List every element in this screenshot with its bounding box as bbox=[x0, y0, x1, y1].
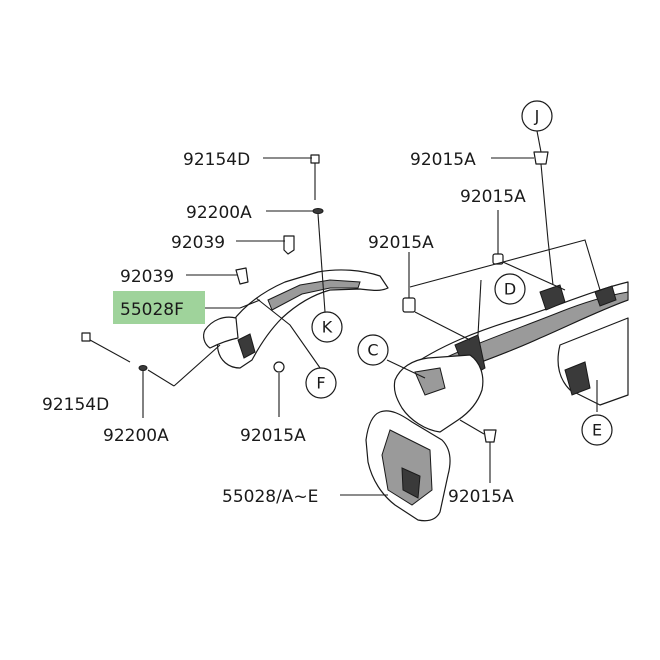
label-55028-A-E: 55028/A~E bbox=[222, 487, 318, 507]
callout-circles: J D C K F E bbox=[305, 100, 613, 446]
label-92200A-top: 92200A bbox=[186, 203, 252, 223]
inner-cover-body bbox=[217, 269, 389, 369]
callout-J: J bbox=[521, 100, 553, 132]
svg-text:D: D bbox=[504, 280, 516, 299]
label-92154D-bottom: 92154D bbox=[42, 395, 109, 415]
label-92015A-j: 92015A bbox=[410, 150, 476, 170]
label-92154D-top: 92154D bbox=[183, 150, 250, 170]
label-55028F: 55028F bbox=[120, 300, 184, 320]
svg-text:F: F bbox=[316, 374, 325, 393]
washer-bottom bbox=[138, 365, 148, 371]
label-92039-a: 92039 bbox=[171, 233, 225, 253]
leader-lines bbox=[142, 130, 601, 496]
svg-text:J: J bbox=[534, 107, 540, 126]
callout-K: K bbox=[311, 311, 343, 343]
callout-C: C bbox=[357, 334, 389, 366]
inner-cover-rib bbox=[267, 279, 361, 311]
clip-92039-b bbox=[235, 267, 249, 285]
bolt-head-top bbox=[310, 154, 320, 164]
svg-text:K: K bbox=[322, 318, 333, 337]
inner-cover-55028F bbox=[203, 269, 389, 369]
nut-92015A-bottom bbox=[483, 429, 497, 443]
cowl-clip-d bbox=[539, 284, 566, 311]
lower-duct-vent bbox=[401, 467, 421, 499]
label-92015A-f: 92015A bbox=[240, 426, 306, 446]
side-panel-detail bbox=[414, 367, 446, 396]
spacer-92015A-mid bbox=[402, 297, 416, 313]
label-92015A-mid: 92015A bbox=[368, 233, 434, 253]
label-92200A-bottom: 92200A bbox=[103, 426, 169, 446]
upper-cowl-assembly bbox=[365, 281, 629, 522]
cowl-right-bracket bbox=[557, 317, 629, 406]
cowl-right-stay bbox=[564, 361, 591, 396]
nut-92015A-j bbox=[533, 151, 549, 165]
cowl-clip-j bbox=[594, 285, 617, 307]
part-labels: 92154D 92200A 92039 92039 55028F 92154D … bbox=[42, 150, 526, 507]
label-92015A-d: 92015A bbox=[460, 187, 526, 207]
inner-cover-tab bbox=[237, 333, 256, 359]
label-92015A-bottom: 92015A bbox=[448, 487, 514, 507]
label-92039-b: 92039 bbox=[120, 267, 174, 287]
svg-text:C: C bbox=[367, 341, 378, 360]
callout-F: F bbox=[305, 367, 337, 399]
inner-cover-lip bbox=[203, 316, 239, 349]
callout-E: E bbox=[581, 414, 613, 446]
bolt-head-bottom bbox=[81, 332, 91, 342]
clip-92039-a bbox=[283, 235, 295, 255]
bolt-shaft-bottom bbox=[89, 339, 131, 363]
highlight-55028F bbox=[113, 291, 205, 324]
svg-text:E: E bbox=[592, 421, 602, 440]
nut-92015A-f bbox=[273, 361, 285, 373]
washer-top bbox=[312, 208, 324, 214]
callout-D: D bbox=[494, 273, 526, 305]
